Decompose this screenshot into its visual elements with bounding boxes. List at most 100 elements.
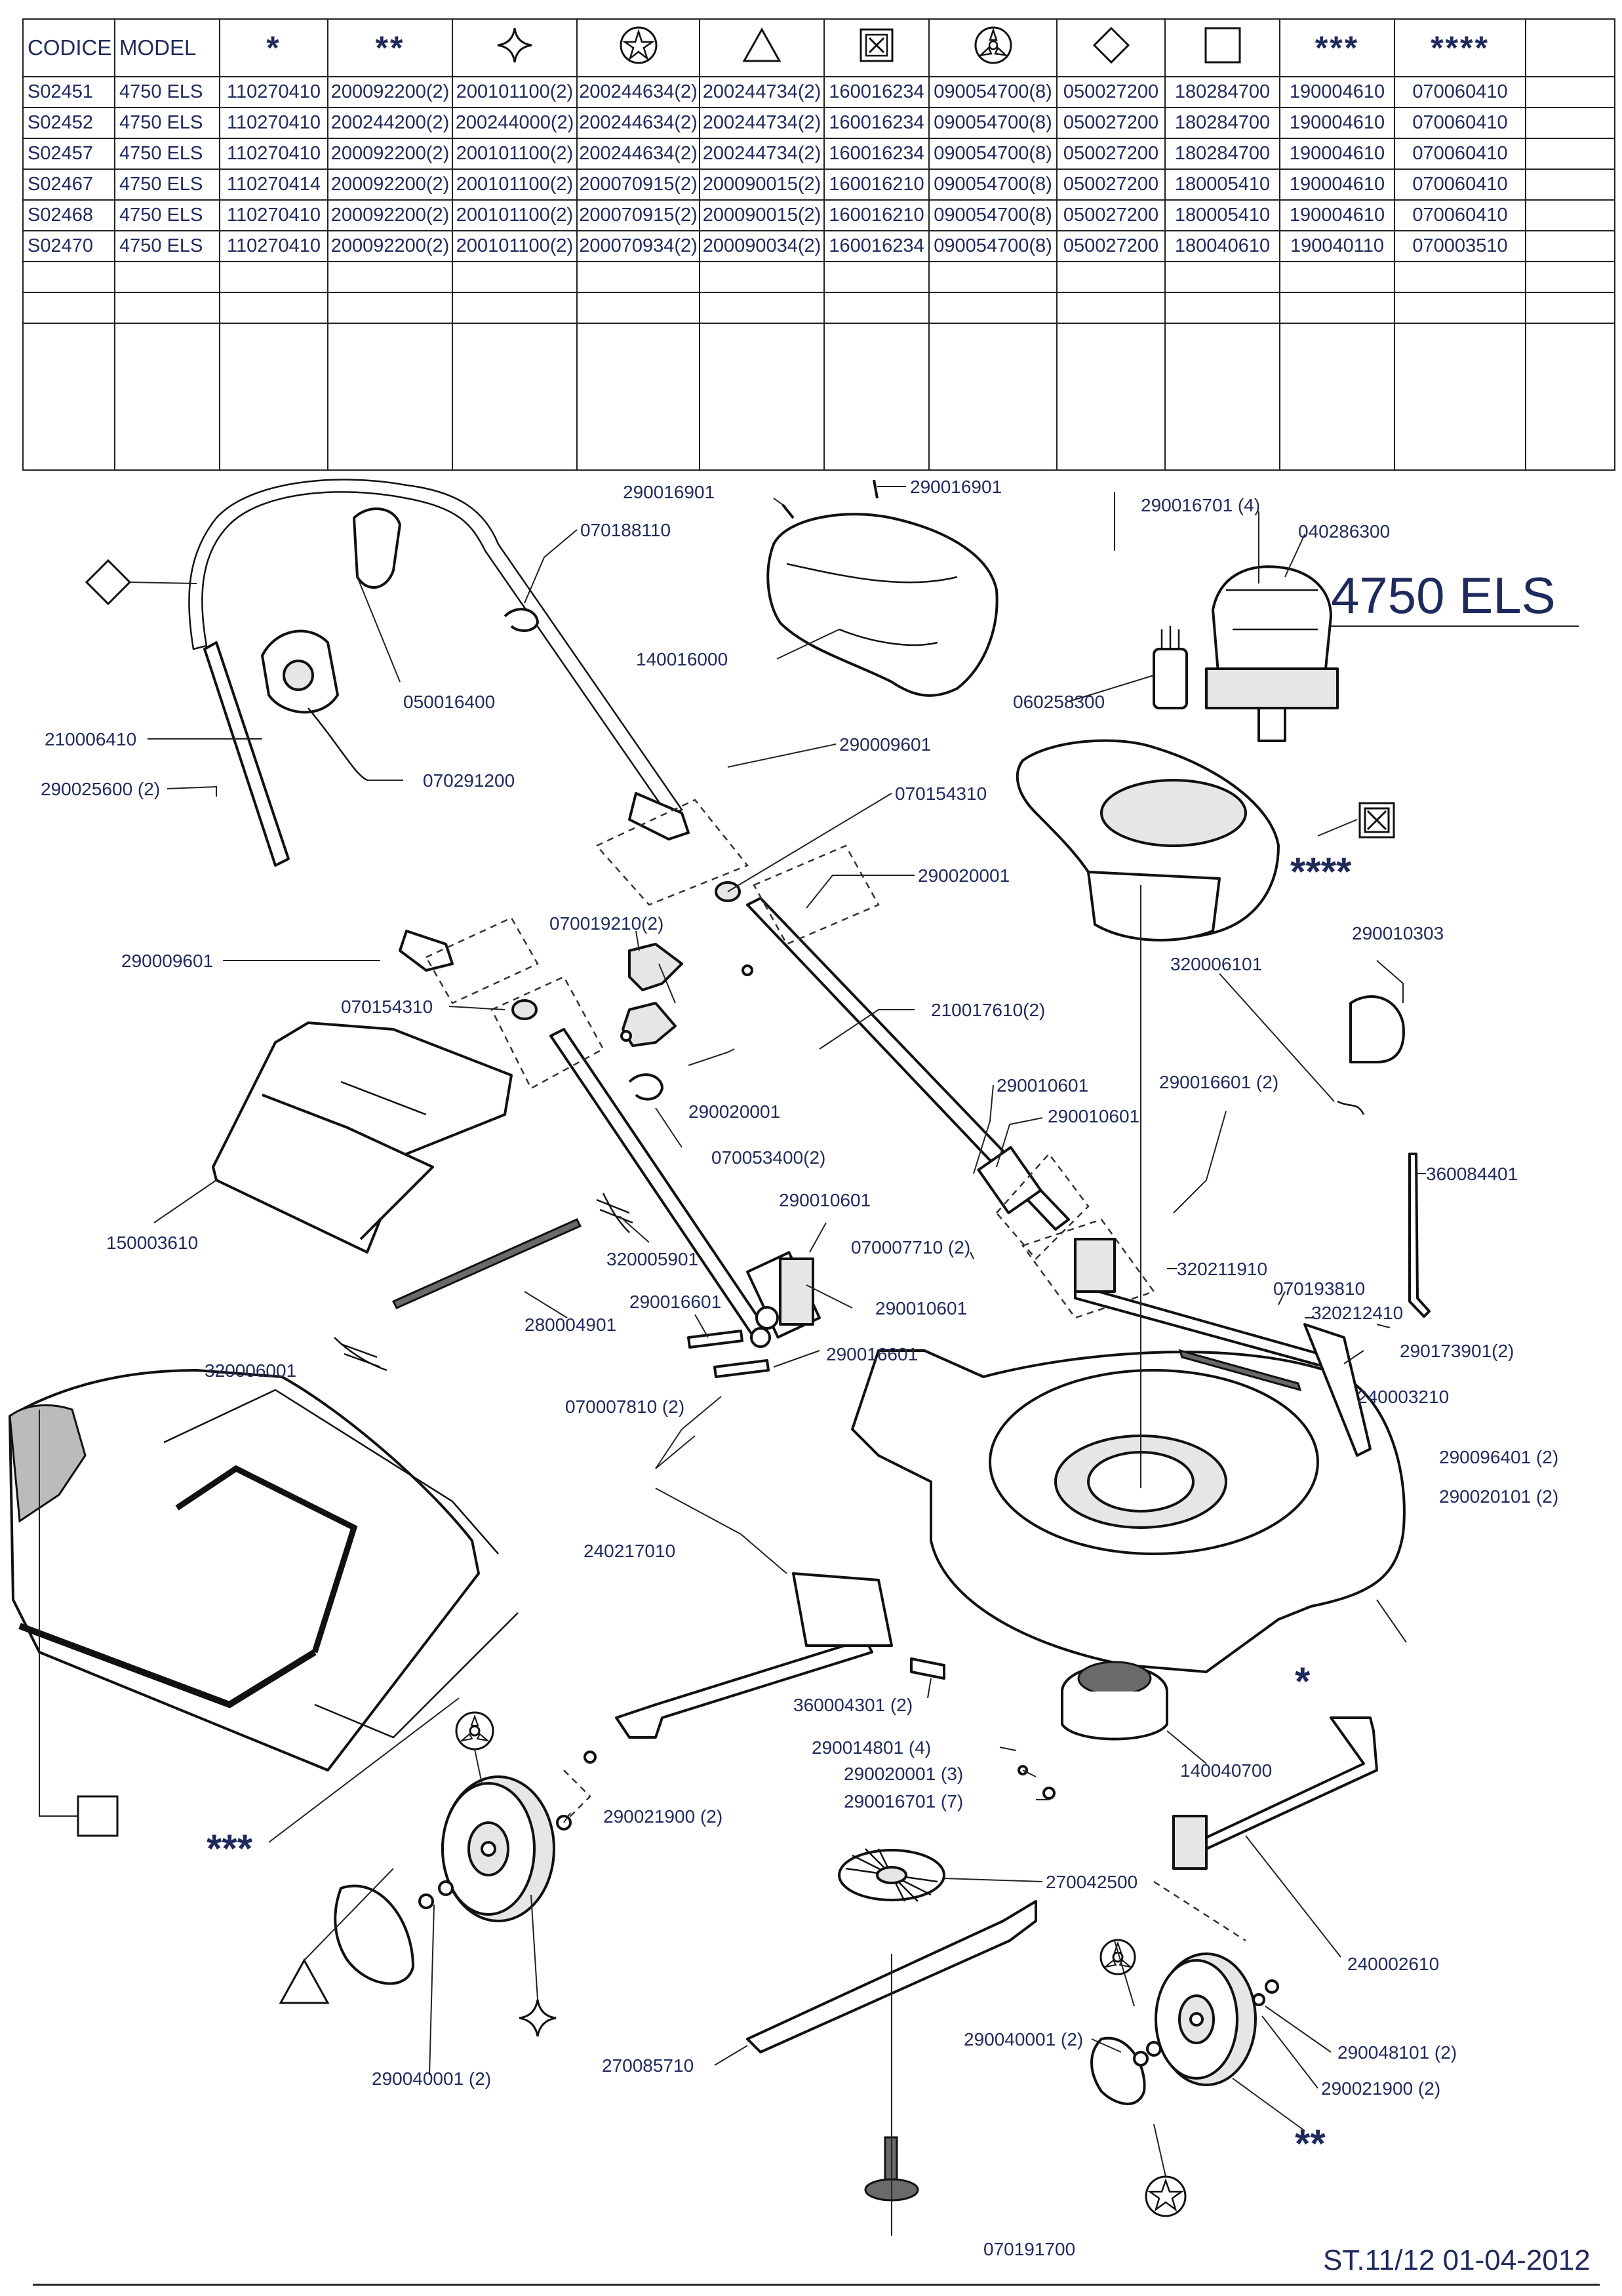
star-circle-icon (620, 26, 657, 64)
table-cell-c2: 200092200(2) (327, 199, 453, 231)
table-cell-empty (576, 261, 700, 293)
x-box-icon (1358, 802, 1395, 839)
table-cell-c10: 190004610 (1279, 138, 1395, 170)
table-cell-codice: S02468 (22, 199, 115, 231)
table-cell-empty (1164, 292, 1280, 324)
table-cell-model: 4750 ELS (114, 199, 220, 231)
table-cell-c8: 050027200 (1056, 138, 1166, 170)
blade-collar (1061, 1661, 1168, 1741)
table-cell-empty (576, 323, 700, 471)
rear-axle (615, 1572, 945, 1739)
hub-cap-left (334, 1884, 414, 1985)
table-cell-c4: 200070915(2) (576, 199, 700, 231)
label-360004301: 360004301 (2) (793, 1695, 913, 1715)
table-cell-empty (928, 261, 1058, 293)
square-icon (77, 1795, 119, 1837)
table-cell-c8: 050027200 (1056, 107, 1166, 139)
table-cell-c5: 200090015(2) (699, 199, 825, 231)
hub-cap-icon (974, 26, 1012, 64)
table-cell-c10: 190004610 (1279, 76, 1395, 108)
table-cell-c6: 160016210 (823, 168, 930, 201)
table-cell-c1: 110270410 (219, 138, 328, 170)
table-cell-model: 4750 ELS (114, 168, 220, 201)
table-cell-empty (928, 292, 1058, 324)
spring-320005901 (596, 1193, 633, 1233)
diamond-icon (1092, 26, 1130, 64)
table-cell-c3: 200101100(2) (452, 230, 578, 262)
table-cell-c2: 200092200(2) (327, 76, 453, 108)
table-cell-empty (327, 261, 453, 293)
diamond-icon (85, 559, 132, 606)
table-cell-codice: S02457 (22, 138, 115, 170)
label-290020001a: 290020001 (918, 865, 1010, 886)
header-codice: CODICE (22, 18, 115, 77)
table-cell-c7: 090054700(8) (928, 199, 1058, 231)
table-cell-c4: 200244634(2) (576, 107, 700, 139)
table-cell-c9: 180005410 (1164, 168, 1280, 201)
cover-screws (781, 479, 879, 519)
table-cell-empty (699, 323, 825, 471)
table-cell-empty (219, 323, 328, 471)
star1-marker: * (266, 30, 281, 66)
table-cell-c8: 050027200 (1056, 168, 1166, 201)
label-290020001b: 290020001 (688, 1101, 780, 1122)
table-cell-c1: 110270410 (219, 76, 328, 108)
header-empty (1525, 18, 1615, 77)
label-040286300: 040286300 (1298, 521, 1390, 542)
label-070007810: 070007810 (2) (565, 1396, 684, 1417)
header-model: MODEL (114, 18, 220, 77)
label-280004901: 280004901 (524, 1315, 616, 1335)
table-cell-c11: 070060410 (1394, 107, 1526, 139)
label-210017610: 210017610(2) (931, 1000, 1045, 1020)
table-cell-empty (823, 323, 930, 471)
table-cell-empty (22, 292, 115, 324)
table-cell-empty (1525, 168, 1615, 201)
label-070154310a: 070154310 (895, 783, 987, 804)
table-cell-codice: S02470 (22, 230, 115, 262)
table-cell-c11: 070003510 (1394, 230, 1526, 262)
label-290040001a: 290040001 (2) (964, 2029, 1083, 2049)
clip-part-2 (628, 1073, 663, 1101)
table-row-empty (22, 261, 1615, 293)
table-cell-c6: 160016234 (823, 230, 930, 262)
leader-lines (39, 486, 1426, 2236)
table-cell-model: 4750 ELS (114, 138, 220, 170)
upper-handle (188, 479, 690, 972)
label-060258300: 060258300 (1013, 692, 1105, 712)
footer-ref: ST.11/12 01-04-2012 (1323, 2244, 1591, 2276)
table-cell-empty (1525, 261, 1615, 293)
table-cell-codice: S02452 (22, 107, 115, 139)
table-cell-empty (1525, 230, 1615, 262)
label-290016901b: 290016901 (910, 477, 1002, 497)
table-cell-c11: 070060410 (1394, 138, 1526, 170)
table-cell-c2: 200244200(2) (327, 107, 453, 139)
label-290010303: 290010303 (1352, 923, 1444, 943)
header-triangle (699, 18, 825, 77)
front-axle (1172, 1716, 1378, 1870)
table-cell-c10: 190004610 (1279, 107, 1395, 139)
label-290040001b: 290040001 (2) (372, 2068, 491, 2089)
label-240217010: 240217010 (584, 1541, 675, 1561)
capacitor (1153, 626, 1188, 709)
table-cell-c9: 180284700 (1164, 138, 1280, 170)
table-cell-empty (1525, 138, 1615, 170)
table-cell-empty (576, 292, 700, 324)
header-hub-cap (928, 18, 1058, 77)
table-cell-c1: 110270414 (219, 168, 328, 201)
table-cell-c11: 070060410 (1394, 168, 1526, 201)
marker-star3: *** (207, 1827, 253, 1870)
label-070154310b: 070154310 (341, 997, 433, 1017)
table-cell-empty (1164, 261, 1280, 293)
star3-marker: *** (1315, 30, 1360, 66)
knobs (511, 881, 753, 1047)
table-cell-empty (452, 292, 578, 324)
table-cell-empty (1394, 323, 1526, 471)
rear-wheel (441, 1775, 555, 1922)
label-070193810: 070193810 (1273, 1278, 1365, 1299)
table-cell-c10: 190040110 (1279, 230, 1395, 262)
table-cell-c6: 160016234 (823, 76, 930, 108)
label-290016901a: 290016901 (623, 482, 715, 502)
triangle-icon (279, 1958, 330, 2004)
